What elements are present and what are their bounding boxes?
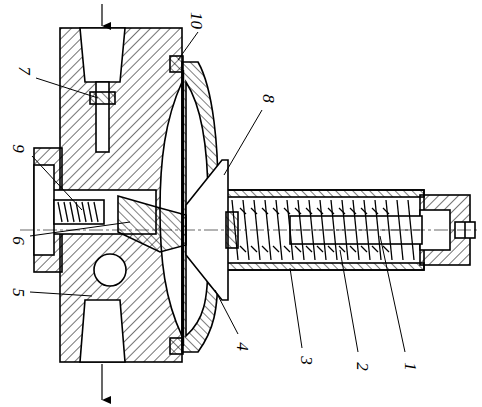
inner-spring-coil	[339, 246, 345, 252]
outer-spring-coil	[232, 200, 238, 260]
small-spring-coil	[88, 202, 92, 222]
outer-spring-coil	[408, 200, 414, 260]
inner-spring-coil	[328, 246, 334, 252]
small-spring-coil	[58, 202, 62, 222]
inner-spring-coil	[262, 208, 268, 214]
outer-spring-coil	[298, 200, 304, 260]
callout-number: 10	[188, 12, 205, 29]
inner-spring-coil	[273, 246, 279, 252]
inner-spring-coil	[306, 246, 312, 252]
callout-number: 1	[402, 362, 419, 371]
inner-spring-coil	[372, 246, 378, 252]
small-spring-coil	[94, 202, 98, 222]
outer-spring-coil	[364, 200, 370, 260]
inner-spring-coil	[240, 208, 246, 214]
callout-number: 6	[10, 236, 27, 245]
inner-spring-coil	[284, 208, 290, 214]
outer-spring-coil	[386, 200, 392, 260]
inner-spring-coil	[383, 208, 389, 214]
inner-spring-coil	[350, 208, 356, 214]
inner-spring-coil	[361, 246, 367, 252]
inner-spring-coil	[361, 208, 367, 214]
callout-number: 7	[16, 66, 33, 75]
callout-number: 8	[260, 94, 277, 103]
small-spring-coil	[76, 202, 80, 222]
outer-spring-coil	[397, 200, 403, 260]
outer-spring-coil	[309, 200, 315, 260]
inner-spring-coil	[372, 208, 378, 214]
outer-spring-coil	[320, 200, 326, 260]
callout-number: 3	[298, 356, 315, 365]
inner-spring-coil	[262, 246, 268, 252]
inner-spring-coil	[350, 246, 356, 252]
inner-spring-coil	[295, 246, 301, 252]
inner-spring-coil	[383, 246, 389, 252]
callout-number: 2	[354, 362, 371, 371]
inner-spring-coil	[251, 246, 257, 252]
outer-spring-coil	[331, 200, 337, 260]
inner-spring-coil	[273, 208, 279, 214]
outer-spring-coil	[287, 200, 293, 260]
housing	[20, 4, 478, 400]
callout-number: 9	[10, 144, 27, 153]
callout-number: 4	[234, 342, 251, 351]
outer-spring-coil	[342, 200, 348, 260]
small-spring-coil	[64, 202, 68, 222]
inner-spring-coil	[339, 208, 345, 214]
spring-coils	[58, 200, 414, 260]
inner-spring-coil	[317, 208, 323, 214]
outer-spring-coil	[265, 200, 271, 260]
inner-spring-coil	[306, 208, 312, 214]
inner-spring-coil	[284, 246, 290, 252]
inner-spring-coil	[295, 208, 301, 214]
callout-number: 5	[10, 288, 27, 297]
outer-spring-coil	[276, 200, 282, 260]
outer-spring-coil	[353, 200, 359, 260]
small-spring-coil	[82, 202, 86, 222]
inner-spring-coil	[317, 246, 323, 252]
inner-spring-coil	[251, 208, 257, 214]
outer-spring-coil	[254, 200, 260, 260]
inner-spring-coil	[328, 208, 334, 214]
outer-spring-coil	[243, 200, 249, 260]
outer-spring-coil	[375, 200, 381, 260]
inner-spring-coil	[240, 246, 246, 252]
small-spring-coil	[70, 202, 74, 222]
